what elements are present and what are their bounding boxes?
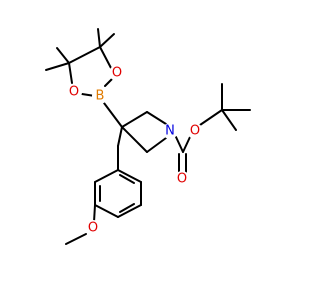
- azetidine-nitrogen-atom: N: [162, 123, 178, 139]
- bond-ar-inner-3: [119, 174, 135, 184]
- dioxaborolane-oxygen-left-label: O: [69, 85, 79, 100]
- bond-o-ester-tbu: [199, 109, 223, 126]
- bond-ar-inner-2: [119, 203, 135, 213]
- carbonyl-oxygen-label: O: [177, 172, 187, 187]
- bond-n-carbonyl-c: [175, 136, 184, 153]
- ester-oxygen-label: O: [190, 124, 200, 139]
- bond-ring-c-c: [68, 46, 101, 64]
- bond-b-c3: [103, 102, 123, 128]
- bond-methyl-3: [56, 47, 70, 64]
- bond-ch2-bottom-c3: [121, 126, 148, 153]
- bond-ar-6: [117, 169, 142, 183]
- bond-ar-4: [117, 204, 142, 218]
- bond-tbu-methyl-bottom: [221, 109, 237, 131]
- azetidine-nitrogen-label: N: [165, 124, 175, 139]
- bond-ch2-top-n: [146, 111, 167, 125]
- methoxy-oxygen-atom: O: [85, 220, 101, 236]
- dioxaborolane-oxygen-top-label: O: [112, 66, 122, 81]
- dioxaborolane-oxygen-top-atom: O: [109, 65, 125, 81]
- methoxy-oxygen-label: O: [88, 221, 98, 236]
- molecule-structure-diagram: B O O N O O O: [45, 28, 251, 245]
- bond-c3-ch2-top: [121, 111, 148, 128]
- bond-methyl-1: [99, 33, 115, 48]
- boron-atom: B: [92, 88, 108, 104]
- bond-o-methoxy-ch3: [65, 233, 87, 245]
- bond-c3-ch2-benzyl: [117, 126, 123, 147]
- carbonyl-oxygen-atom: O: [174, 171, 190, 187]
- bond-methyl-4: [45, 62, 70, 71]
- ester-oxygen-atom: O: [187, 123, 203, 139]
- bond-carbonyl-c-o-ester: [182, 136, 191, 153]
- bond-n-ch2-bottom: [146, 137, 167, 153]
- bond-methyl-2: [97, 28, 101, 48]
- bond-c-ring-o-left: [68, 62, 73, 84]
- bond-ar-o-methoxy: [93, 204, 96, 223]
- bond-ar-1: [94, 169, 119, 183]
- atom-labels: B O O N O O O: [66, 65, 203, 236]
- bonds: [45, 28, 251, 245]
- boron-label: B: [96, 89, 105, 104]
- bond-o-top-c-ring: [99, 46, 112, 69]
- bond-ar-3: [94, 204, 119, 218]
- dioxaborolane-oxygen-left-atom: O: [66, 84, 82, 100]
